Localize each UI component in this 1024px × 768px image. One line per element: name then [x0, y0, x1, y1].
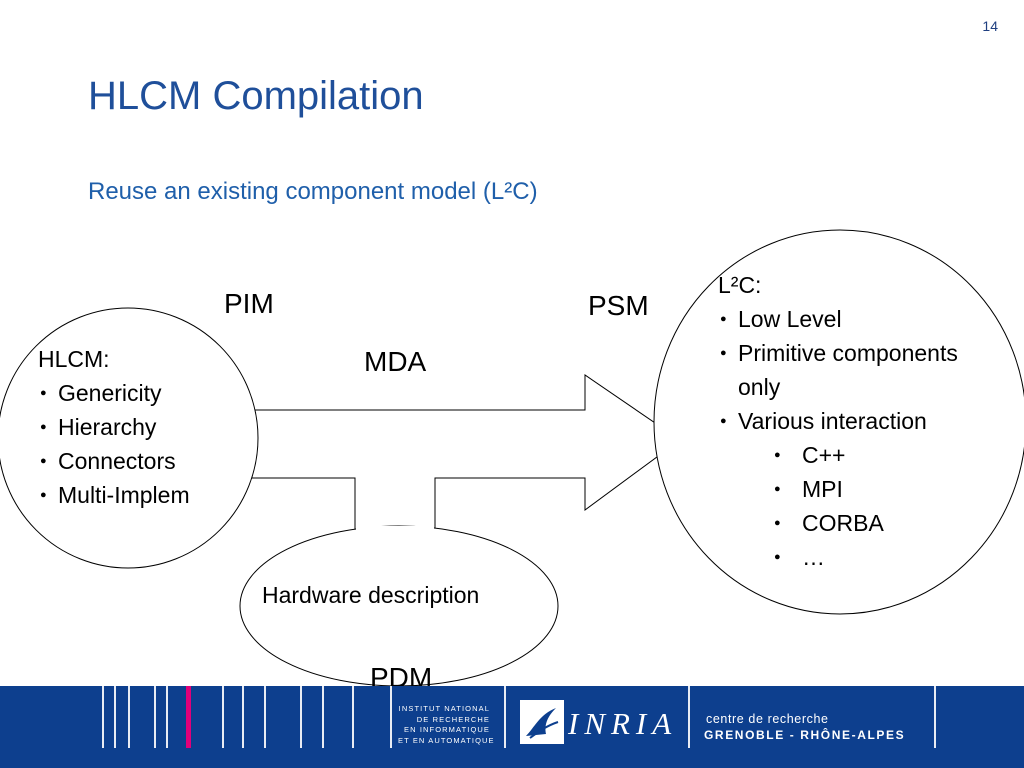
- institute-line: DE RECHERCHE: [416, 714, 490, 724]
- institute-text: INSTITUT NATIONAL DE RECHERCHE EN INFORM…: [398, 704, 495, 746]
- inria-logo-icon: [520, 700, 564, 744]
- list-item: Connectors: [38, 444, 190, 478]
- pim-label: PIM: [224, 288, 274, 319]
- mda-arrow: [249, 374, 681, 541]
- sub-list-item: CORBA: [718, 506, 958, 540]
- list-item: Low Level: [718, 302, 958, 336]
- institute-line: EN INFORMATIQUE: [404, 725, 490, 734]
- divider: [166, 686, 168, 748]
- divider: [128, 686, 130, 748]
- slide-subtitle: Reuse an existing component model (L²C): [88, 178, 538, 205]
- list-item: Hierarchy: [38, 410, 190, 444]
- institute-line: INSTITUT NATIONAL: [398, 704, 490, 713]
- list-item-continuation: only: [738, 374, 781, 400]
- divider: [114, 686, 116, 748]
- hlcm-box: HLCM: Genericity Hierarchy Connectors Mu…: [38, 342, 190, 512]
- divider: [242, 686, 244, 748]
- l2c-box: L²C: Low Level Primitive components only…: [718, 268, 958, 574]
- list-item: Primitive components: [718, 336, 958, 370]
- sub-list-item: …: [718, 540, 958, 574]
- divider: [102, 686, 104, 748]
- list-item: Multi-Implem: [38, 478, 190, 512]
- divider: [504, 686, 506, 748]
- divider: [688, 686, 690, 748]
- footer-banner: INSTITUT NATIONAL DE RECHERCHE EN INFORM…: [0, 686, 1024, 768]
- psm-label: PSM: [588, 290, 649, 321]
- divider: [934, 686, 936, 748]
- sub-list-item: C++: [718, 438, 958, 472]
- divider: [154, 686, 156, 748]
- sub-list-item: MPI: [718, 472, 958, 506]
- l2c-heading: L²C:: [718, 272, 762, 298]
- list-item: Various interaction: [718, 404, 958, 438]
- list-item: Genericity: [38, 376, 190, 410]
- accent-divider: [186, 686, 191, 748]
- institute-line: ET EN AUTOMATIQUE: [398, 735, 495, 745]
- divider: [390, 686, 392, 748]
- inria-logo-text: INRIA: [568, 706, 678, 741]
- mda-label: MDA: [364, 346, 427, 377]
- divider: [322, 686, 324, 748]
- slide-title: HLCM Compilation: [88, 74, 424, 118]
- hlcm-heading: HLCM:: [38, 346, 110, 372]
- hardware-label: Hardware description: [262, 582, 480, 608]
- divider: [222, 686, 224, 748]
- centre-line1: centre de recherche: [706, 712, 829, 726]
- centre-line2: GRENOBLE - RHÔNE-ALPES: [704, 728, 906, 742]
- divider: [300, 686, 302, 748]
- divider: [352, 686, 354, 748]
- page-number: 14: [982, 18, 998, 34]
- divider: [264, 686, 266, 748]
